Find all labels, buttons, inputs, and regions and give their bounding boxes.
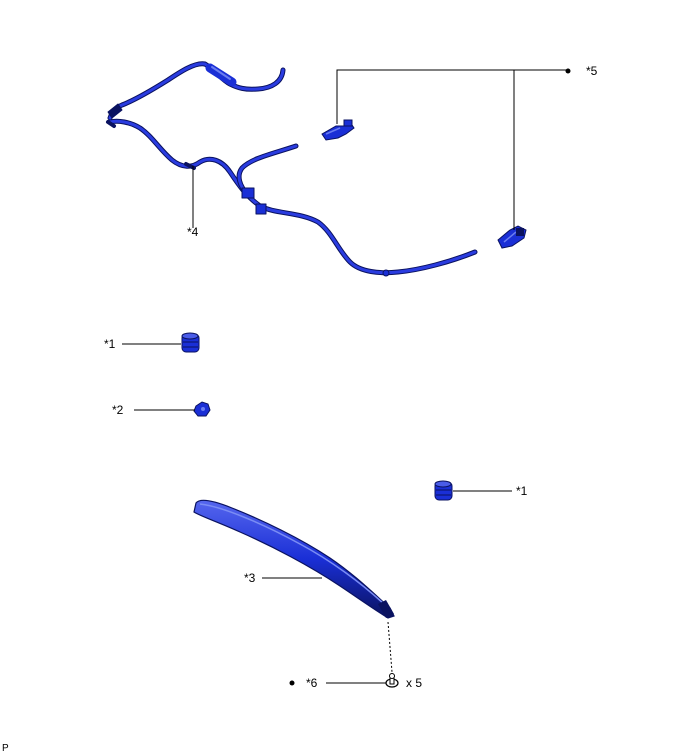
leader-c5-upper [336, 69, 566, 124]
push-clip-part [385, 673, 399, 688]
sensor-upper-part [321, 119, 355, 141]
callout-c3: *3 [244, 571, 256, 585]
clip-part [193, 401, 211, 417]
bullet-c6 [289, 680, 295, 686]
callout-c5: *5 [586, 64, 598, 78]
callout-c6: *6 [306, 676, 318, 690]
callout-c1-right: *1 [516, 484, 528, 498]
callout-c2: *2 [112, 403, 124, 417]
grommet-left-part [181, 332, 200, 353]
corner-mark: P [2, 743, 9, 754]
quantity-label: x 5 [406, 676, 422, 690]
callout-c1-left: *1 [104, 337, 116, 351]
leader-lines [122, 69, 566, 684]
bullet-c5 [565, 68, 571, 74]
install-path-dashed [387, 621, 393, 673]
hose-assembly-part [106, 61, 478, 277]
protector-cover-part [193, 499, 395, 619]
sensor-lower-part [497, 225, 527, 249]
callout-c4: *4 [187, 225, 199, 239]
grommet-right-part [434, 480, 453, 501]
